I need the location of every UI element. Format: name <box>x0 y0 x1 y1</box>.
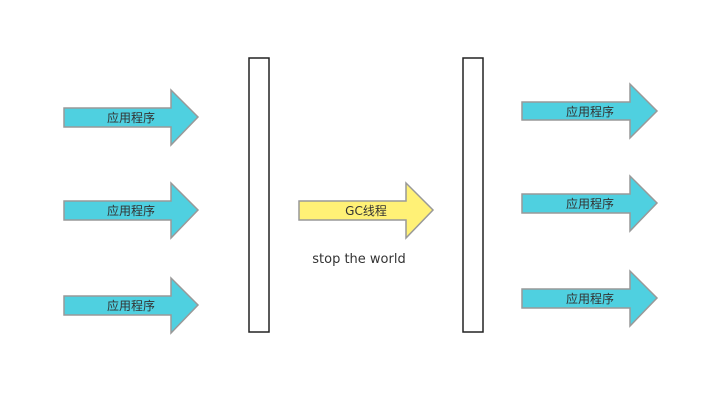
arrow-label: 应用程序 <box>566 104 614 119</box>
right-app-arrow-2: 应用程序 <box>521 174 659 233</box>
arrow-shape <box>521 174 659 233</box>
arrow-label: 应用程序 <box>107 110 155 125</box>
arrow-shape <box>63 181 200 240</box>
gc-thread-arrow: GC线程 <box>298 181 435 240</box>
arrow-label: 应用程序 <box>107 298 155 313</box>
arrow-shape <box>298 181 435 240</box>
arrow-label: GC线程 <box>345 203 387 218</box>
right-barrier <box>462 57 484 333</box>
arrow-label: 应用程序 <box>107 203 155 218</box>
arrow-shape <box>521 82 659 140</box>
arrow-label: 应用程序 <box>566 291 614 306</box>
right-app-arrow-1: 应用程序 <box>521 82 659 140</box>
stop-the-world-caption: stop the world <box>312 252 405 267</box>
arrow-label: 应用程序 <box>566 196 614 211</box>
right-app-arrow-3: 应用程序 <box>521 269 659 328</box>
left-app-arrow-1: 应用程序 <box>63 88 200 147</box>
arrow-shape <box>63 276 200 335</box>
left-app-arrow-3: 应用程序 <box>63 276 200 335</box>
left-barrier <box>248 57 270 333</box>
arrow-shape <box>63 88 200 147</box>
arrow-shape <box>521 269 659 328</box>
left-app-arrow-2: 应用程序 <box>63 181 200 240</box>
